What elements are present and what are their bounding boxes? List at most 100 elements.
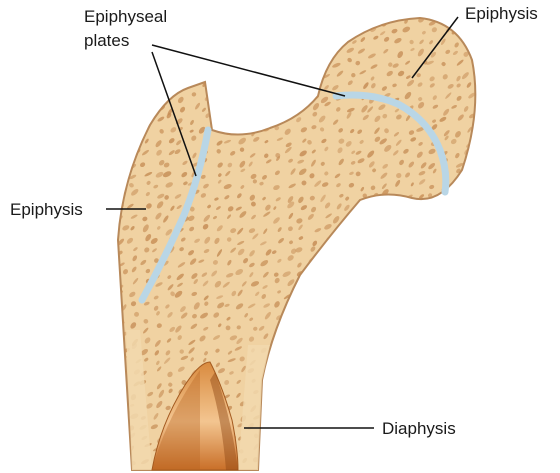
trabecula-mark (121, 118, 127, 124)
trabecula-mark (467, 434, 476, 440)
trabecula-mark (274, 355, 281, 362)
trabecula-mark (325, 267, 332, 274)
trabecula-mark (311, 341, 319, 350)
label-diaphysis: Diaphysis (382, 419, 456, 438)
trabecula-mark (297, 349, 305, 356)
trabecula-mark (402, 312, 410, 319)
trabecula-mark (320, 291, 327, 298)
trabecula-mark (465, 31, 470, 36)
trabecula-mark (289, 432, 297, 440)
trabecula-mark (429, 409, 438, 416)
trabecula-mark (390, 447, 397, 456)
label-epiphysis-right: Epiphysis (465, 4, 538, 23)
trabecula-mark (404, 202, 411, 208)
trabecula-mark (278, 333, 285, 341)
trabecula-mark (153, 30, 160, 37)
trabecula-mark (345, 15, 351, 21)
trabecula-mark (300, 326, 309, 333)
trabecula-mark (434, 216, 442, 222)
trabecula-mark (326, 421, 333, 428)
trabecula-mark (202, 15, 210, 24)
trabecula-mark (120, 171, 128, 179)
trabecula-mark (167, 15, 174, 22)
trabecula-mark (134, 73, 140, 78)
trabecula-mark (122, 403, 128, 409)
trabecula-mark (421, 201, 429, 211)
trabecula-mark (441, 362, 447, 368)
trabecula-mark (418, 388, 428, 395)
trabecula-mark (322, 333, 328, 339)
trabecula-mark (320, 381, 328, 387)
trabecula-mark (168, 25, 175, 30)
trabecula-mark (335, 434, 342, 441)
trabecula-mark (381, 227, 386, 232)
trabecula-mark (321, 359, 328, 366)
trabecula-mark (272, 443, 281, 451)
trabecula-mark (263, 45, 271, 52)
trabecula-mark (300, 413, 307, 419)
trabecula-mark (310, 354, 317, 360)
trabecula-mark (121, 456, 127, 462)
trabecula-mark (188, 27, 194, 33)
trabecula-mark (380, 381, 389, 390)
trabecula-mark (238, 108, 246, 116)
trabecula-mark (261, 41, 269, 47)
trabecula-mark (419, 448, 426, 455)
trabecula-mark (383, 400, 390, 409)
trabecula-mark (381, 206, 388, 214)
trabecula-mark (213, 63, 222, 72)
trabecula-mark (104, 392, 111, 399)
trabecula-mark (163, 60, 171, 67)
trabecula-mark (357, 260, 364, 268)
trabecula-mark (261, 86, 266, 90)
trabecula-mark (346, 404, 352, 409)
trabecula-mark (306, 269, 313, 275)
trabecula-mark (467, 175, 472, 181)
trabecula-mark (369, 433, 376, 440)
trabecula-mark (361, 205, 367, 210)
trabecula-mark (428, 282, 434, 288)
trabecula-mark (455, 459, 461, 464)
trabecula-mark (416, 335, 423, 340)
trabecula-mark (217, 36, 225, 44)
trabecula-mark (266, 369, 272, 375)
trabecula-mark (110, 150, 116, 156)
trabecula-mark (303, 302, 308, 307)
trabecula-mark (309, 426, 315, 432)
trabecula-mark (367, 378, 375, 385)
trabecula-mark (238, 95, 244, 100)
trabecula-mark (411, 324, 416, 329)
trabecula-mark (109, 272, 116, 278)
trabecula-mark (332, 391, 341, 400)
trabecula-mark (324, 301, 333, 307)
trabecula-mark (313, 400, 318, 406)
trabecula-mark (354, 446, 364, 454)
trabecula-mark (334, 295, 343, 301)
trabecula-mark (312, 310, 319, 317)
trabecula-mark (407, 400, 415, 409)
trabecula-mark (249, 49, 257, 57)
trabecula-mark (313, 15, 318, 20)
leader-plates-right (152, 45, 345, 96)
trabecula-mark (301, 377, 309, 385)
trabecula-mark (103, 72, 110, 78)
trabecula-mark (371, 324, 376, 329)
trabecula-mark (104, 240, 110, 246)
label-epiphyseal-plates-line1: Epiphyseal (84, 7, 167, 26)
trabecula-mark (420, 398, 427, 405)
trabecula-mark (284, 357, 290, 363)
trabecula-mark (238, 70, 248, 77)
trabecula-mark (455, 347, 461, 353)
trabecula-mark (117, 415, 124, 421)
trabecula-mark (128, 140, 136, 146)
trabecula-mark (441, 273, 448, 280)
trabecula-mark (431, 357, 438, 365)
trabecula-mark (263, 381, 273, 389)
trabecula-mark (324, 370, 330, 376)
trabecula-mark (428, 391, 435, 397)
trabecula-mark (129, 51, 137, 58)
trabecula-mark (107, 62, 114, 69)
trabecula-mark (369, 447, 377, 455)
trabecula-mark (144, 41, 150, 47)
trabecula-mark (285, 391, 291, 397)
